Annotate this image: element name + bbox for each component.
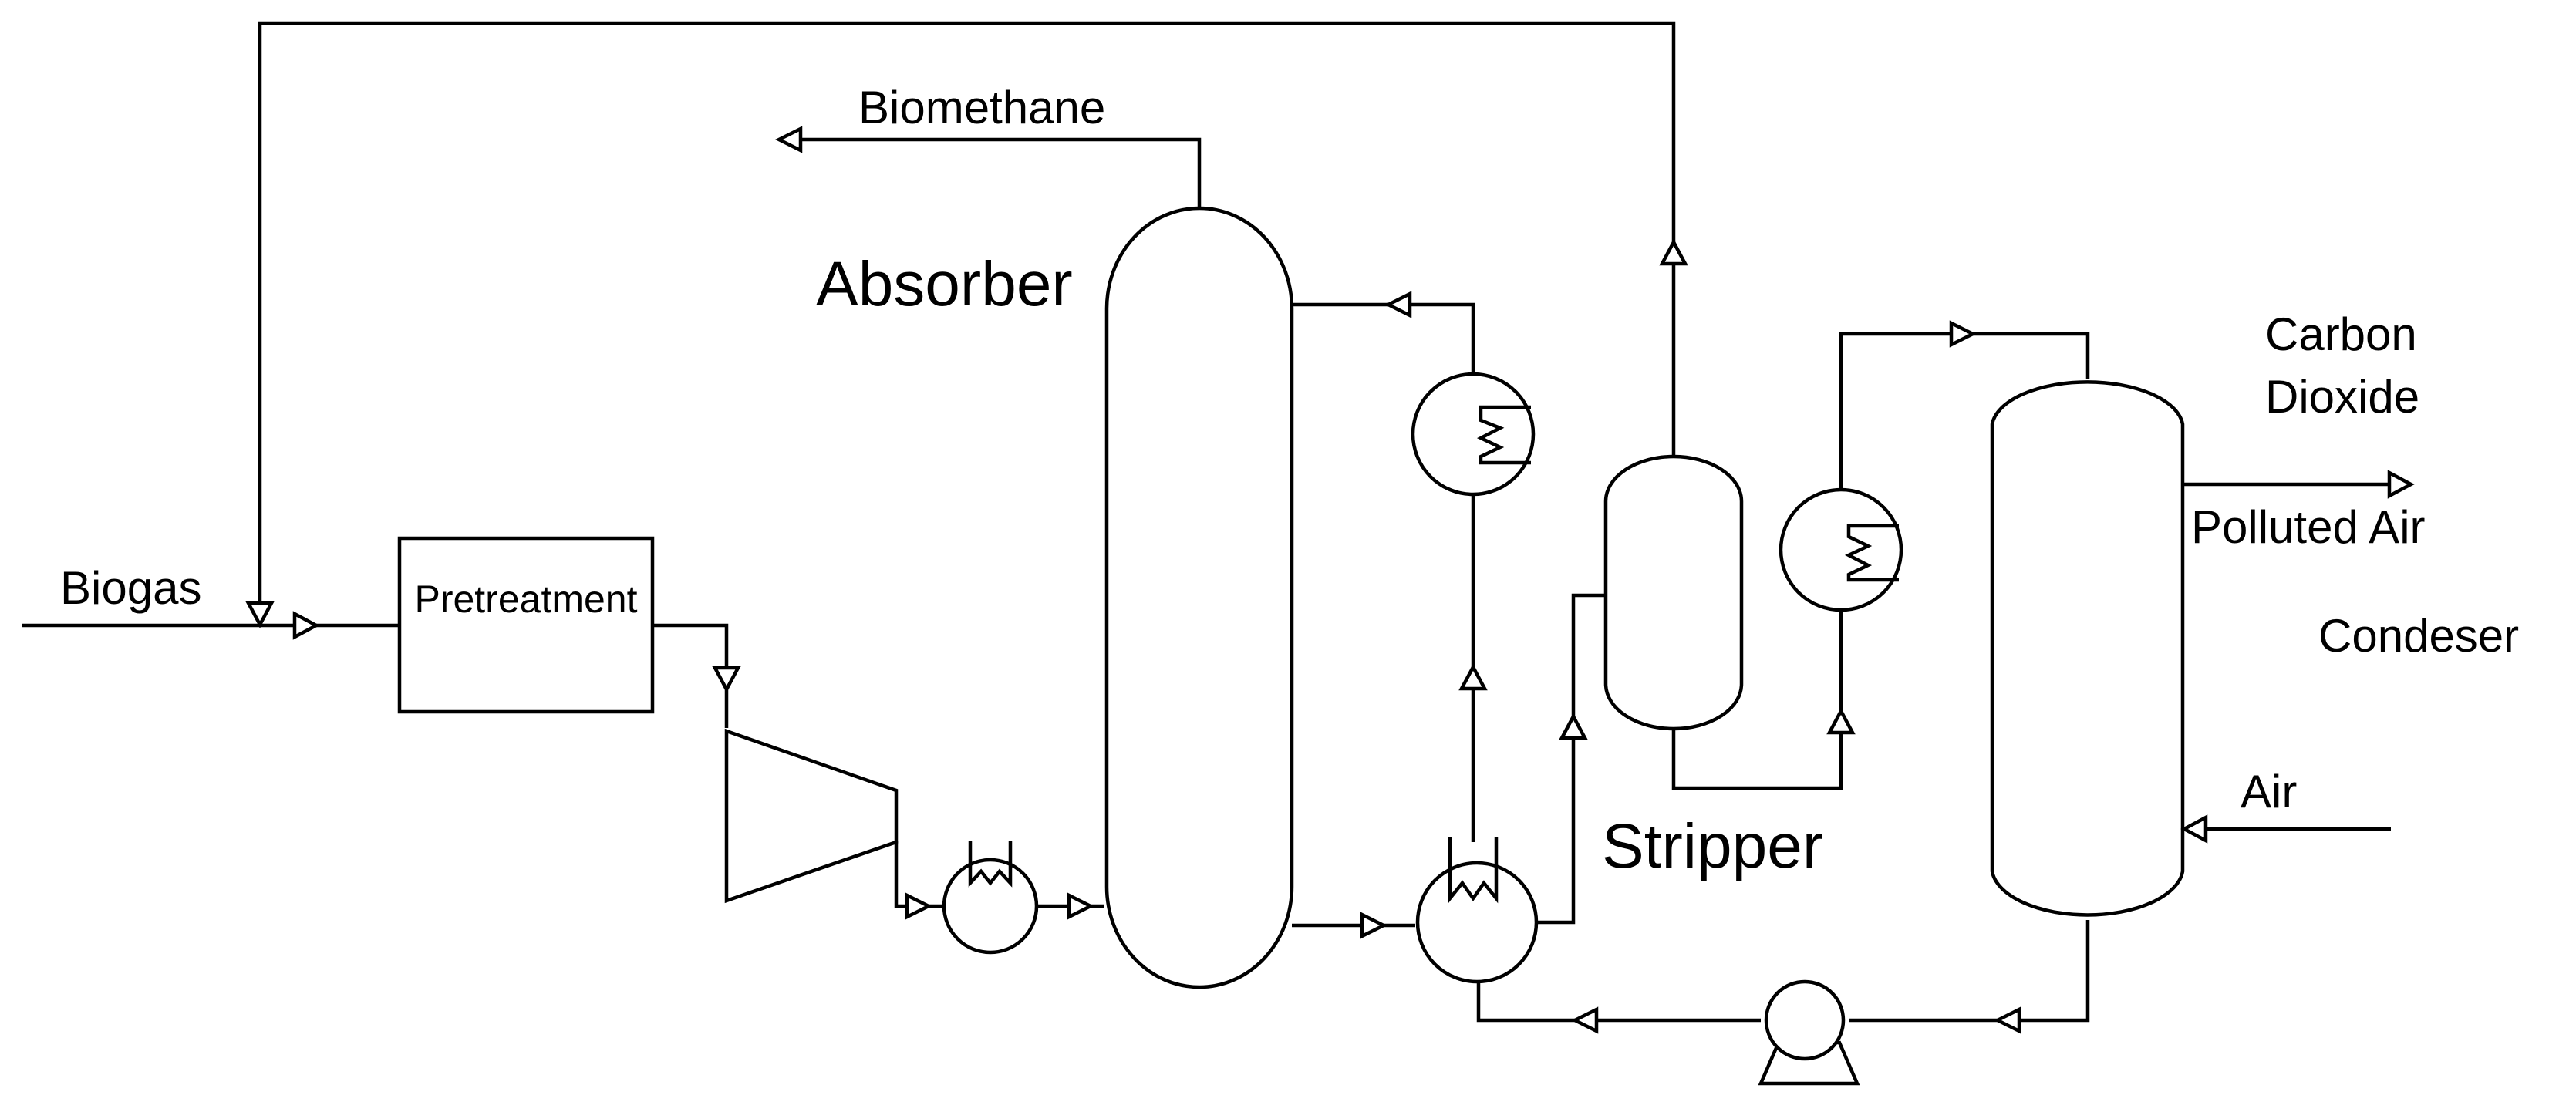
arrow-right-to-absorber xyxy=(1067,892,1095,920)
label-biogas: Biogas xyxy=(60,562,201,614)
arrow-down-pretreated xyxy=(712,666,741,693)
label-dioxide: Dioxide xyxy=(2265,371,2419,423)
reboiler[interactable] xyxy=(1779,487,1903,612)
label-absorber: Absorber xyxy=(816,249,1073,319)
arrow-left-pump-out xyxy=(1570,1006,1599,1034)
label-air: Air xyxy=(2241,766,2297,817)
arrow-left-biomethane xyxy=(774,126,803,153)
pretreatment-unit[interactable] xyxy=(397,536,655,714)
arrow-left-air xyxy=(2180,814,2208,844)
arrow-left-condenser-bottom xyxy=(1993,1006,2021,1034)
arrow-right-rich-solvent xyxy=(1360,912,1388,939)
heat-exchanger[interactable] xyxy=(1415,837,1539,984)
exchanger-to-stripper-line xyxy=(1537,593,1606,925)
absorber-column[interactable] xyxy=(1104,206,1294,989)
condenser-to-pump-line xyxy=(1849,920,2090,1023)
labels: Biogas Pretreatment Biomethane Absorber … xyxy=(60,82,2519,881)
arrow-down-recycle xyxy=(245,601,275,628)
equipment xyxy=(397,206,2185,1086)
biomethane-outlet-line xyxy=(779,137,1202,207)
condenser-column[interactable] xyxy=(1990,380,2185,917)
arrow-up-to-stripper xyxy=(1559,713,1588,740)
compressor[interactable] xyxy=(724,728,899,904)
label-condeser: Condeser xyxy=(2318,610,2519,662)
arrow-up-recycle xyxy=(1659,238,1688,266)
label-biomethane: Biomethane xyxy=(858,82,1105,133)
label-polluted-air: Polluted Air xyxy=(2191,501,2426,553)
lean-solvent-cooler[interactable] xyxy=(1411,372,1536,497)
arrow-right-biogas xyxy=(292,611,320,640)
label-pretreatment: Pretreatment xyxy=(414,578,637,621)
compressor-outlet-line xyxy=(894,841,945,908)
pretreated-gas-line xyxy=(652,623,729,728)
label-stripper: Stripper xyxy=(1602,811,1823,881)
stripper-bottom-line xyxy=(1671,588,1843,790)
arrow-right-to-condenser xyxy=(1949,320,1978,348)
stripper-vessel[interactable] xyxy=(1603,454,1744,731)
arrow-right-polluted-air xyxy=(2387,470,2415,499)
label-carbon: Carbon xyxy=(2265,308,2417,360)
arrow-right-compressor-out xyxy=(905,892,933,920)
arrow-left-lean-solvent xyxy=(1384,291,1412,318)
pump[interactable] xyxy=(1758,979,1860,1086)
pump-to-exchanger-line xyxy=(1476,976,1761,1023)
arrow-up-exchanger xyxy=(1458,663,1488,691)
gas-cooler[interactable] xyxy=(942,841,1039,955)
flow-arrows xyxy=(245,126,2415,1034)
arrow-up-to-reboiler xyxy=(1826,707,1856,735)
